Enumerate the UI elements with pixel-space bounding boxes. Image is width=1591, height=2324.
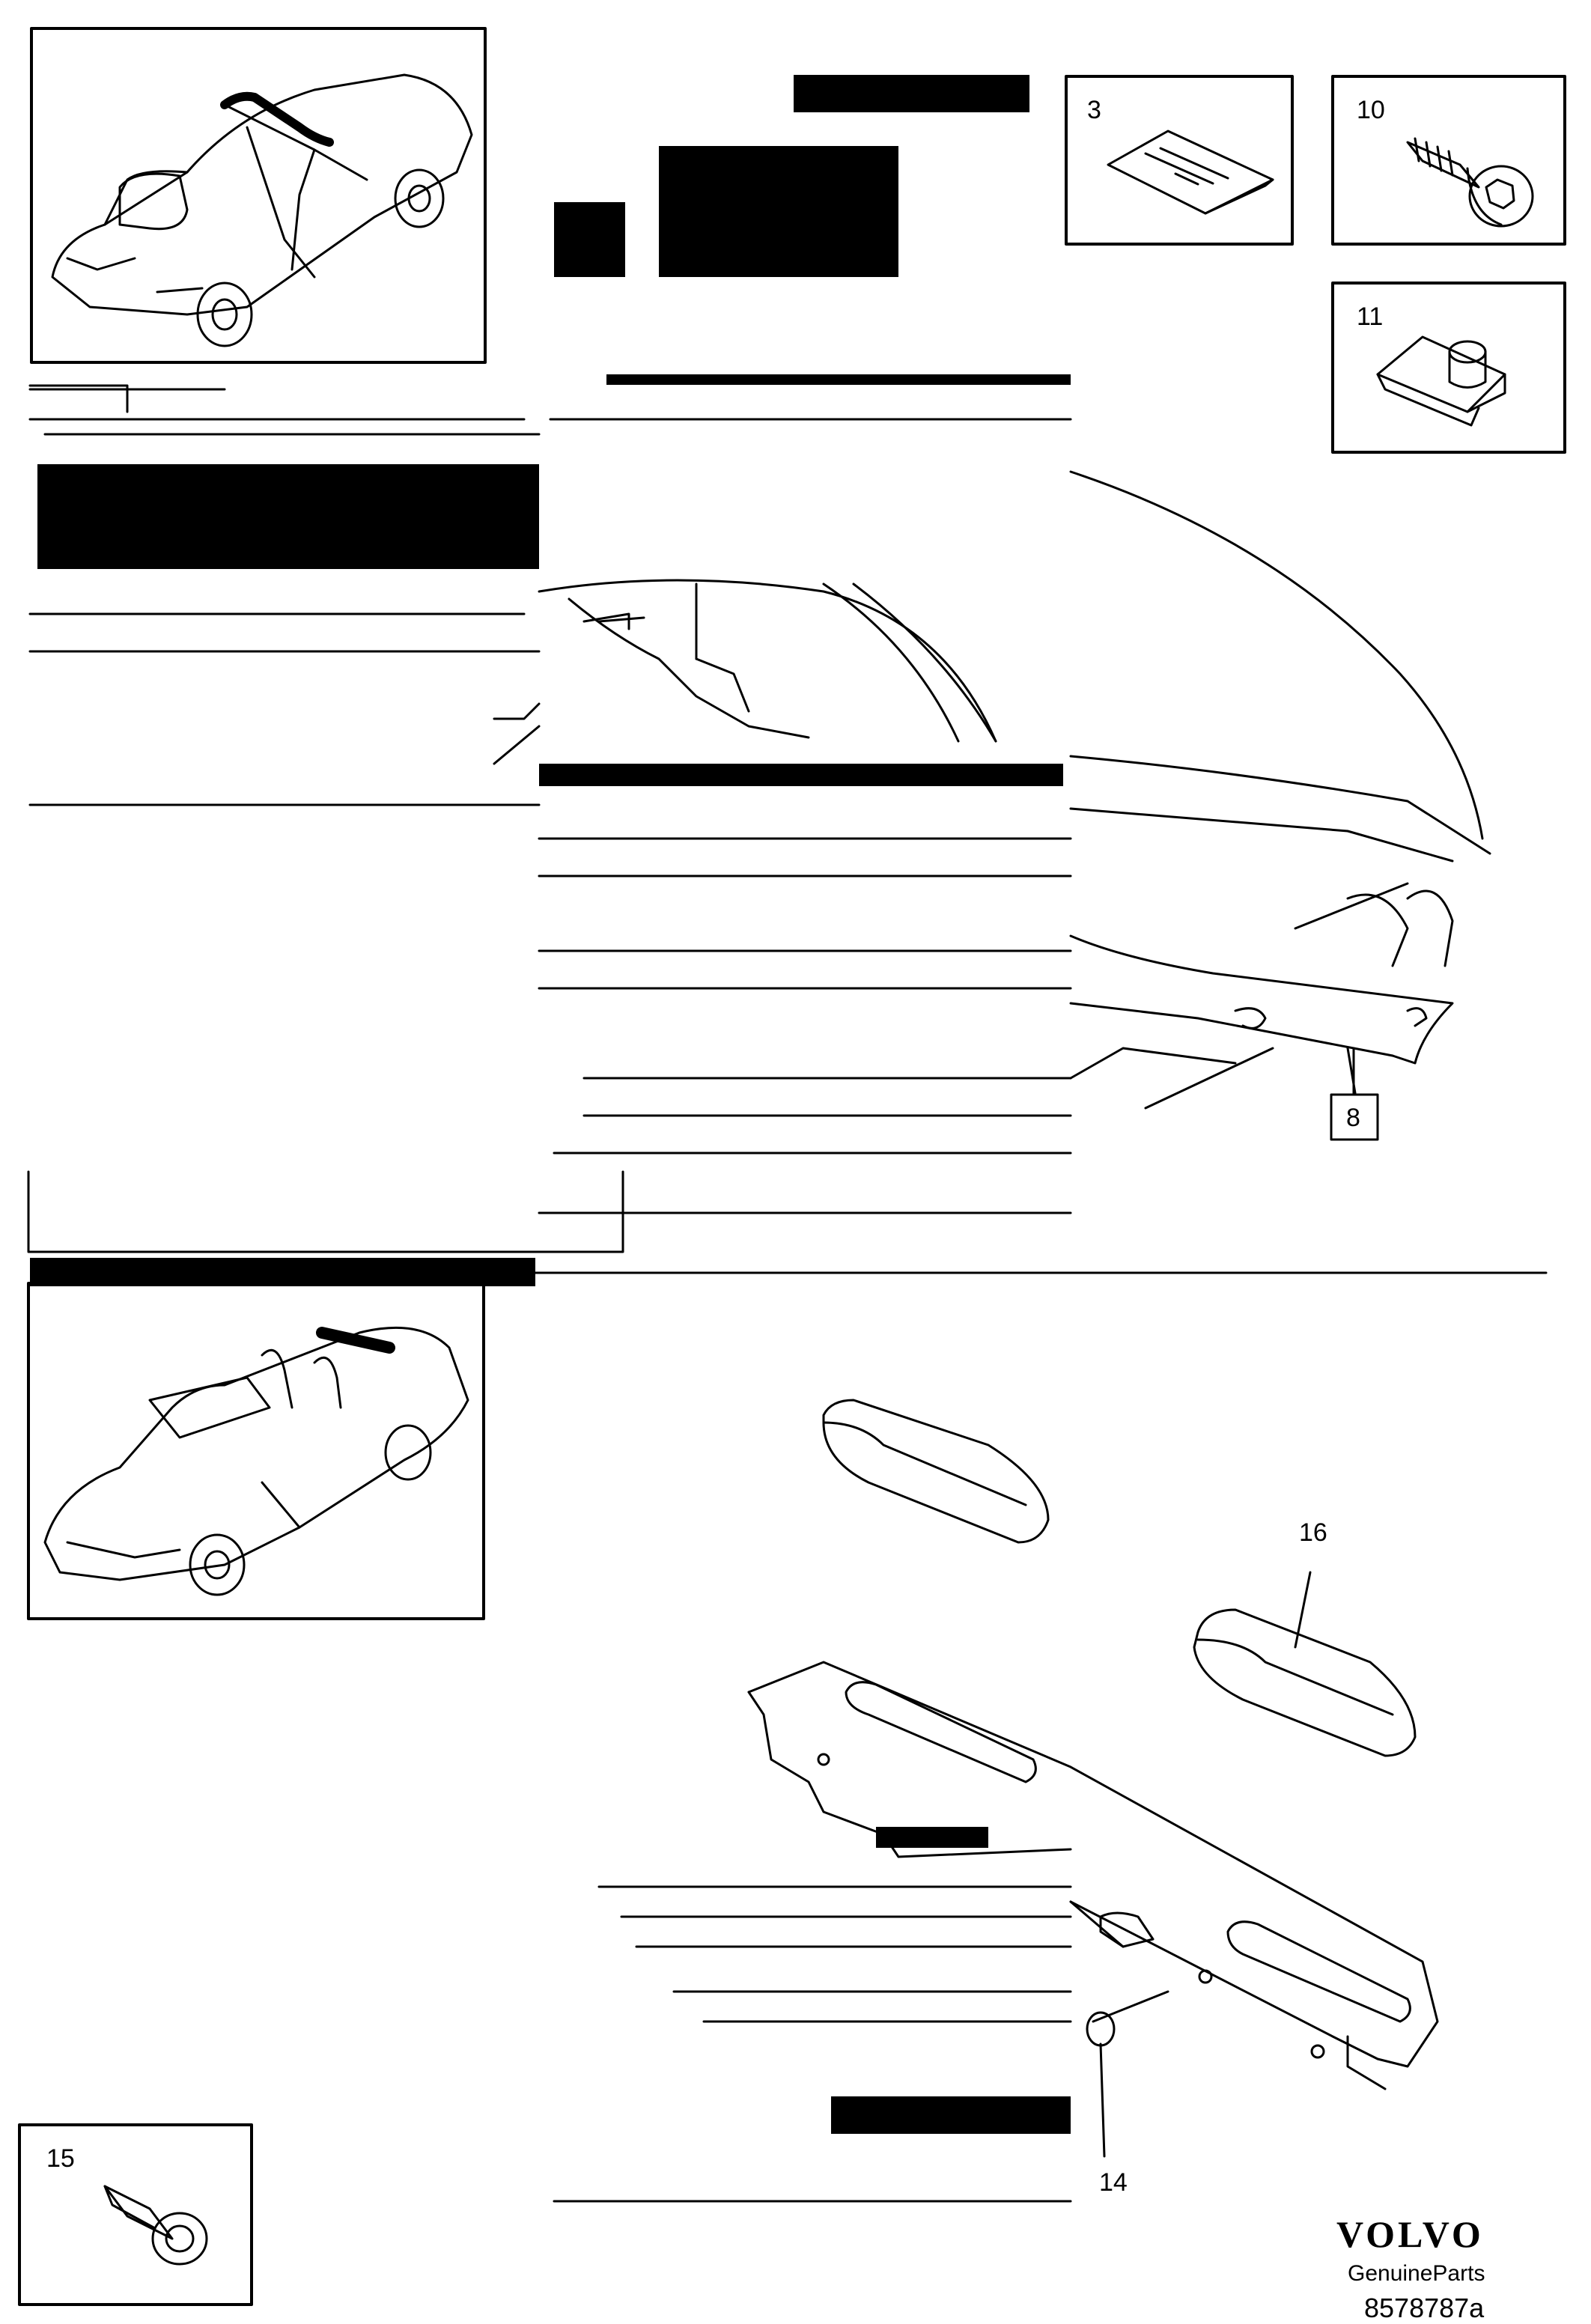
part-box-10 [1331, 75, 1566, 246]
volvo-logo: VOLVO [1336, 2213, 1484, 2255]
top-trim-illustration [27, 75, 1548, 1286]
callout-11: 11 [1357, 302, 1384, 331]
callout-8-box [1330, 1047, 1379, 1141]
part-box-11 [1331, 282, 1566, 454]
callout-3: 3 [1087, 96, 1101, 124]
part-box-3 [1065, 75, 1294, 246]
part-box-15 [18, 2123, 253, 2306]
genuine-parts-label: GenuineParts [1348, 2261, 1485, 2286]
callout-15: 15 [46, 2144, 75, 2173]
callout-10: 10 [1357, 96, 1385, 124]
clip-part-14 [1086, 1990, 1169, 2158]
callout-8: 8 [1346, 1104, 1360, 1132]
rear-trim-panel [553, 1661, 1439, 2203]
callout-16: 16 [1299, 1518, 1327, 1547]
callout-14: 14 [1099, 2168, 1128, 2197]
thumbnail-convertible-car [27, 1282, 485, 1620]
cover-part-16 [1193, 1571, 1417, 1757]
thumbnail-hardtop-car [30, 27, 487, 364]
document-number: 8578787a [1364, 2293, 1485, 2323]
cover-part-upper [822, 1399, 1050, 1544]
